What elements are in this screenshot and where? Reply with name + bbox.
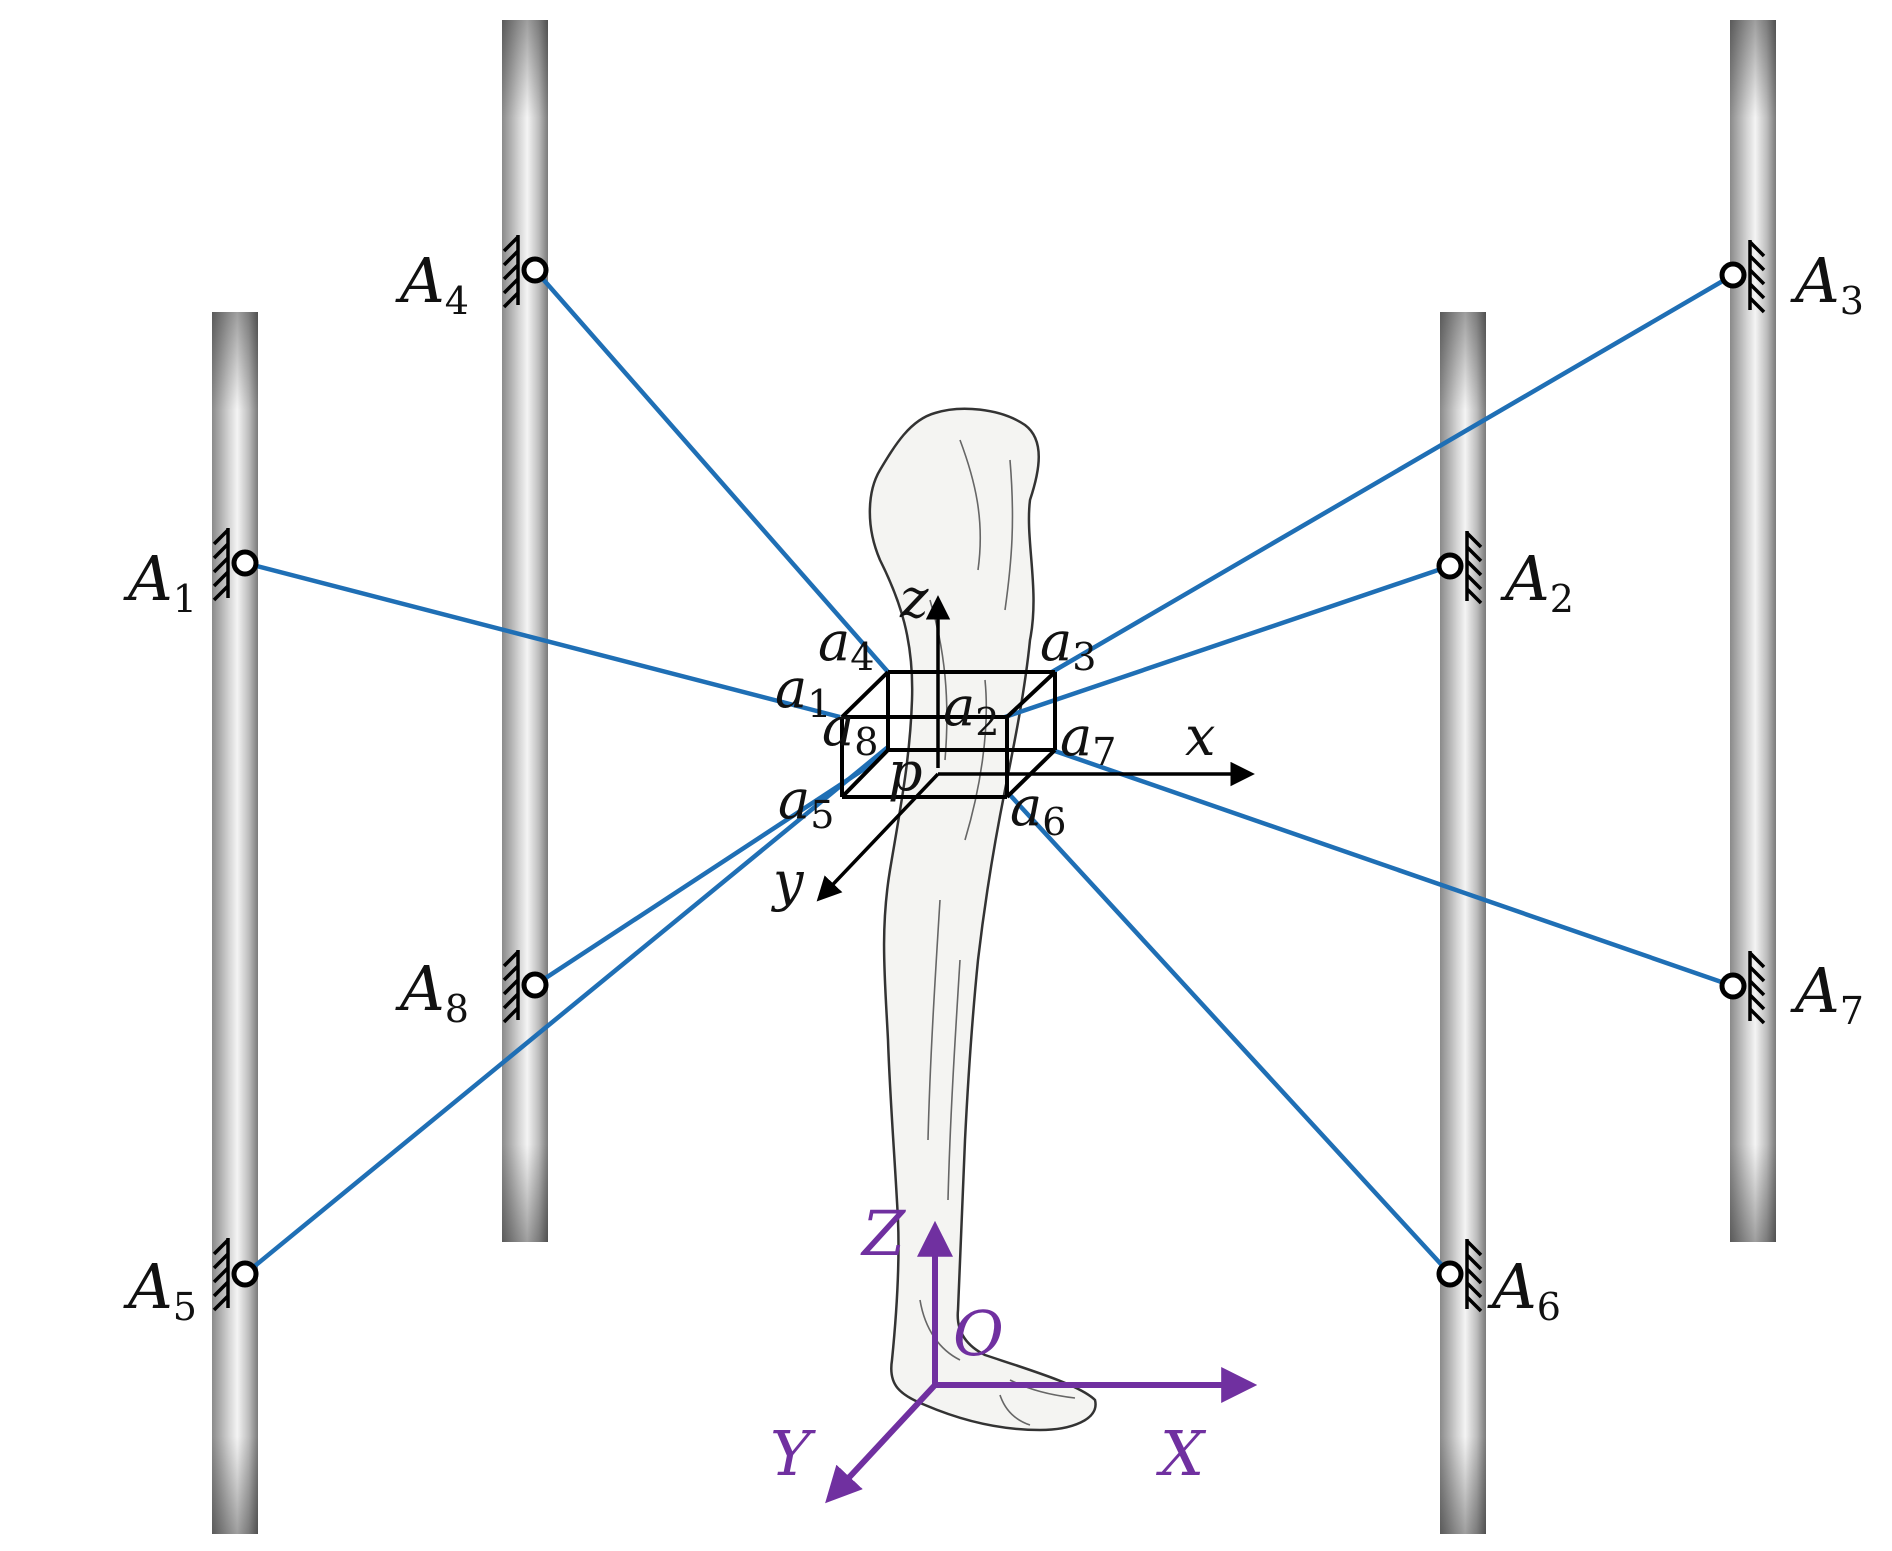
label-local-y: y	[771, 850, 805, 913]
hinge-A2-icon	[1436, 531, 1483, 605]
label-A7: A7	[1790, 954, 1864, 1033]
anchor-labels: A1 A2 A3 A4 A5 A6 A7 A8	[123, 244, 1864, 1329]
pillar-left-front	[212, 312, 258, 1534]
label-A5: A5	[123, 1250, 197, 1329]
label-A6: A6	[1487, 1250, 1561, 1329]
cable-A2-a2	[1004, 563, 1451, 720]
label-world-y: Y	[770, 1417, 816, 1490]
local-frame	[816, 595, 1255, 902]
cable-A4-a4	[533, 268, 890, 674]
label-A8: A8	[395, 952, 469, 1031]
pillar-right-front	[1440, 312, 1486, 1534]
pillars	[212, 20, 1776, 1534]
label-a6: a6	[1010, 775, 1066, 844]
label-a2: a2	[943, 675, 999, 744]
label-world-z: Z	[860, 1197, 906, 1270]
label-a8: a8	[822, 695, 878, 764]
hinge-A7-icon	[1719, 951, 1766, 1025]
label-A3: A3	[1790, 244, 1864, 323]
label-A1: A1	[123, 542, 197, 621]
hinge-A4-icon	[502, 235, 549, 309]
platform-box	[840, 670, 1057, 799]
cable-A7-a7	[1051, 747, 1734, 989]
local-frame-labels: z x y p	[771, 567, 1215, 913]
cable-A1-a1	[244, 560, 841, 720]
cable-A6-a6	[1008, 793, 1452, 1276]
hinge-A5-icon	[212, 1238, 259, 1312]
label-local-x: x	[1185, 705, 1215, 768]
label-a4: a4	[818, 610, 874, 679]
label-local-origin: p	[888, 740, 923, 803]
cable-A3-a3	[1050, 273, 1735, 674]
hinge-A6-icon	[1436, 1239, 1483, 1313]
leg-illustration	[868, 407, 1097, 1432]
label-A2: A2	[1500, 542, 1574, 621]
world-axis-y	[825, 1382, 938, 1504]
cable-A5-a5	[243, 745, 890, 1276]
cables	[243, 268, 1735, 1276]
label-local-z: z	[899, 567, 929, 630]
hinges	[212, 235, 1766, 1313]
label-world-x: X	[1156, 1417, 1207, 1490]
pillar-right-back	[1730, 20, 1776, 1242]
hinge-A8-icon	[502, 950, 549, 1024]
platform-labels: a1 a2 a3 a4 a5 a6 a7 a8	[775, 610, 1116, 844]
label-a7: a7	[1060, 705, 1116, 774]
label-a1: a1	[775, 657, 831, 726]
world-frame	[825, 1220, 1258, 1504]
cable-A8-a8	[533, 758, 880, 987]
label-A4: A4	[395, 244, 469, 323]
hinge-A3-icon	[1719, 240, 1766, 314]
label-a5: a5	[778, 768, 834, 837]
world-frame-labels: Z O X Y	[770, 1197, 1207, 1490]
label-world-origin: O	[953, 1297, 1004, 1370]
hinge-A1-icon	[212, 528, 259, 602]
local-axis-y	[816, 772, 940, 902]
label-a3: a3	[1040, 610, 1096, 679]
